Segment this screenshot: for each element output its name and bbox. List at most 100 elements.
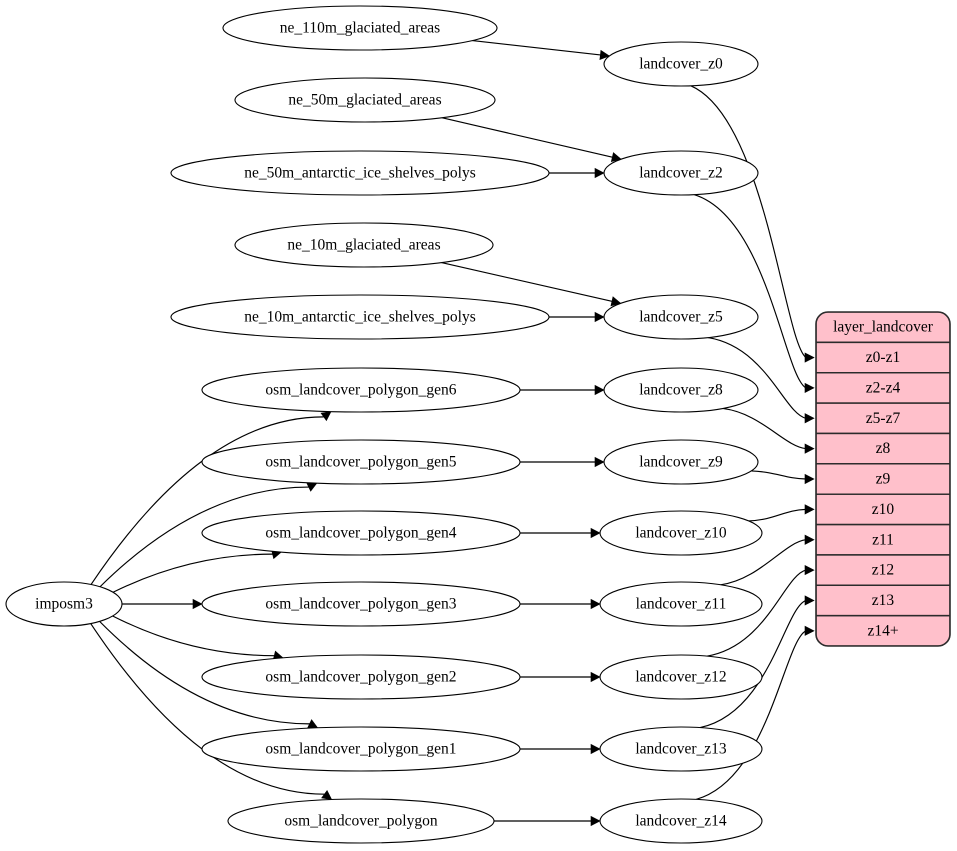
edge-ne_110m_glaciated_areas-to-landcover_z0: [472, 40, 601, 56]
ellipse-shape: [603, 439, 759, 485]
landcover-view-node-landcover_z11[interactable]: landcover_z11: [599, 581, 763, 627]
edge-ne_10m_glaciated_areas-to-landcover_z5-arrowhead: [610, 296, 622, 307]
landcover-view-node-landcover_z9[interactable]: landcover_z9: [603, 439, 759, 485]
osm-table-node-osm_landcover_polygon_gen1[interactable]: osm_landcover_polygon_gen1: [201, 726, 521, 772]
record-row-z5-z7[interactable]: [816, 402, 950, 435]
edge-landcover_z8-to-layer_landcover_z8: [722, 407, 807, 450]
edge-imposm3-to-osm_landcover_polygon_gen1: [99, 620, 310, 725]
edge-landcover_z14-to-layer_landcover_z14_: [695, 630, 807, 800]
edge-imposm3-to-osm_landcover_polygon_gen6-arrowhead: [320, 411, 332, 422]
ellipse-shape: [201, 510, 521, 556]
edge-ne_50m_antarctic_ice_shelves_polys-to-landcover_z2-arrowhead: [594, 167, 605, 179]
edge-osm_landcover_polygon_gen2-to-landcover_z12-arrowhead: [590, 671, 601, 683]
edge-landcover_z10-to-layer_landcover_z10-arrowhead: [804, 504, 815, 515]
natural-earth-node-ne_110m_glaciated_areas[interactable]: ne_110m_glaciated_areas: [222, 5, 498, 51]
ellipse-shape: [603, 150, 759, 196]
edge-imposm3-to-osm_landcover_polygon_gen3-arrowhead: [192, 598, 203, 610]
landcover-view-node-landcover_z13[interactable]: landcover_z13: [599, 726, 763, 772]
ellipse-shape: [227, 798, 495, 844]
ellipse-shape: [5, 581, 123, 627]
edge-landcover_z0-to-layer_landcover_z0-z1-arrowhead: [804, 352, 815, 363]
edge-landcover_z13-to-layer_landcover_z13-arrowhead: [804, 595, 815, 606]
ellipse-shape: [201, 367, 521, 413]
record-row-z11[interactable]: [816, 523, 950, 556]
ellipse-shape: [599, 726, 763, 772]
nodes-layer: imposm3 ne_110m_glaciated_areas ne_50m_gla…: [5, 5, 763, 844]
edge-osm_landcover_polygon_gen4-to-landcover_z10-arrowhead: [590, 527, 601, 539]
edge-landcover_z0-to-layer_landcover_z0-z1: [690, 85, 807, 359]
edge-ne_110m_glaciated_areas-to-landcover_z0-arrowhead: [599, 49, 610, 60]
ellipse-shape: [603, 41, 759, 87]
edge-landcover_z5-to-layer_landcover_z5-z7: [707, 337, 807, 419]
edge-ne_10m_antarctic_ice_shelves_polys-to-landcover_z5-arrowhead: [594, 311, 605, 323]
ellipse-shape: [603, 367, 759, 413]
source-node-imposm3[interactable]: imposm3: [5, 581, 123, 627]
natural-earth-node-ne_10m_antarctic_ice_shelves_polys[interactable]: ne_10m_antarctic_ice_shelves_polys: [170, 294, 550, 340]
edge-osm_landcover_polygon_gen1-to-landcover_z13-arrowhead: [590, 743, 601, 755]
edge-osm_landcover_polygon_gen5-to-landcover_z9-arrowhead: [594, 456, 605, 468]
landcover-view-node-landcover_z8[interactable]: landcover_z8: [603, 367, 759, 413]
record-outline: [815, 311, 951, 647]
edge-landcover_z13-to-layer_landcover_z13: [700, 599, 807, 729]
osm-table-node-osm_landcover_polygon_gen4[interactable]: osm_landcover_polygon_gen4: [201, 510, 521, 556]
edge-ne_10m_glaciated_areas-to-landcover_z5: [441, 262, 613, 302]
ellipse-shape: [201, 726, 521, 772]
record-row-z12[interactable]: [816, 554, 950, 586]
ellipse-shape: [599, 581, 763, 627]
edge-landcover_z11-to-layer_landcover_z11: [720, 539, 807, 586]
record-row-z8[interactable]: [816, 432, 950, 465]
edge-imposm3-to-osm_landcover_polygon_gen2: [112, 615, 275, 657]
edge-landcover_z5-to-layer_landcover_z5-z7-arrowhead: [804, 413, 815, 424]
record-row-z0-z1[interactable]: [816, 341, 950, 374]
edge-landcover_z2-to-layer_landcover_z2-z4-arrowhead: [804, 382, 815, 393]
edge-imposm3-to-osm_landcover_polygon_gen4: [112, 553, 273, 593]
record-node-layer-landcover[interactable]: layer_landcoverz0-z1z2-z4z5-z7z8z9z10z11…: [815, 311, 951, 647]
record-node-layer: layer_landcoverz0-z1z2-z4z5-z7z8z9z10z11…: [815, 311, 951, 647]
landcover-view-node-landcover_z5[interactable]: landcover_z5: [603, 294, 759, 340]
ellipse-shape: [234, 222, 494, 268]
ellipse-shape: [201, 439, 521, 485]
ellipse-shape: [201, 654, 521, 700]
ellipse-shape: [599, 654, 763, 700]
landcover-view-node-landcover_z14[interactable]: landcover_z14: [599, 798, 763, 844]
edge-ne_50m_glaciated_areas-to-landcover_z2: [441, 117, 613, 158]
ellipse-shape: [170, 150, 550, 196]
natural-earth-node-ne_10m_glaciated_areas[interactable]: ne_10m_glaciated_areas: [234, 222, 494, 268]
edge-landcover_z2-to-layer_landcover_z2-z4: [694, 194, 807, 389]
ellipse-shape: [599, 798, 763, 844]
edge-osm_landcover_polygon_gen6-to-landcover_z8-arrowhead: [594, 384, 605, 396]
ellipse-shape: [170, 294, 550, 340]
osm-table-node-osm_landcover_polygon[interactable]: osm_landcover_polygon: [227, 798, 495, 844]
record-row-z10[interactable]: [816, 493, 950, 526]
natural-earth-node-ne_50m_antarctic_ice_shelves_polys[interactable]: ne_50m_antarctic_ice_shelves_polys: [170, 150, 550, 196]
ellipse-shape: [234, 77, 496, 123]
ellipse-shape: [201, 581, 521, 627]
landcover-view-node-landcover_z10[interactable]: landcover_z10: [599, 510, 763, 556]
ellipse-shape: [603, 294, 759, 340]
edge-imposm3-to-osm_landcover_polygon-arrowhead: [321, 789, 333, 800]
osm-table-node-osm_landcover_polygon_gen6[interactable]: osm_landcover_polygon_gen6: [201, 367, 521, 413]
edge-landcover_z12-to-layer_landcover_z12-arrowhead: [804, 565, 815, 576]
record-header-cell: [816, 312, 950, 344]
edge-ne_50m_glaciated_areas-to-landcover_z2-arrowhead: [610, 152, 622, 163]
record-row-z9[interactable]: [816, 463, 950, 495]
edge-osm_landcover_polygon_gen3-to-landcover_z11-arrowhead: [590, 598, 601, 610]
record-row-z2-z4[interactable]: [816, 372, 950, 404]
osm-table-node-osm_landcover_polygon_gen2[interactable]: osm_landcover_polygon_gen2: [201, 654, 521, 700]
landcover-view-node-landcover_z2[interactable]: landcover_z2: [603, 150, 759, 196]
ellipse-shape: [222, 5, 498, 51]
natural-earth-node-ne_50m_glaciated_areas[interactable]: ne_50m_glaciated_areas: [234, 77, 496, 123]
record-row-z14plus[interactable]: [816, 614, 950, 646]
landcover-view-node-landcover_z12[interactable]: landcover_z12: [599, 654, 763, 700]
landcover-view-node-landcover_z0[interactable]: landcover_z0: [603, 41, 759, 87]
edge-landcover_z10-to-layer_landcover_z10: [748, 508, 807, 522]
record-row-z13[interactable]: [816, 584, 950, 617]
osm-table-node-osm_landcover_polygon_gen3[interactable]: osm_landcover_polygon_gen3: [201, 581, 521, 627]
edges-layer: [90, 40, 815, 827]
edge-landcover_z8-to-layer_landcover_z8-arrowhead: [804, 443, 815, 454]
edge-landcover_z9-to-layer_landcover_z9-arrowhead: [804, 473, 815, 485]
edge-landcover_z14-to-layer_landcover_z14_-arrowhead: [804, 625, 815, 636]
osm-table-node-osm_landcover_polygon_gen5[interactable]: osm_landcover_polygon_gen5: [201, 439, 521, 485]
